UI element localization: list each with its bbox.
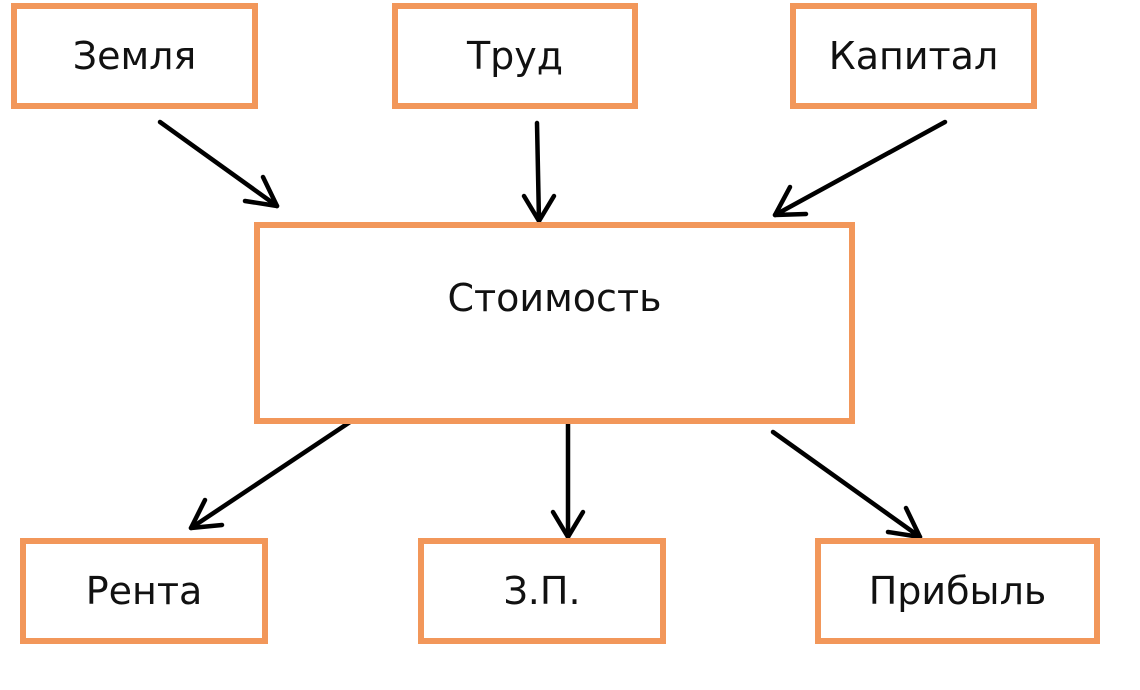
node-labor: Труд bbox=[392, 3, 638, 109]
node-value: Стоимость bbox=[254, 222, 855, 424]
arrow-value-to-profit bbox=[770, 429, 923, 540]
arrow-capital-to-value bbox=[772, 119, 948, 218]
arrow-value-to-rent bbox=[188, 419, 353, 531]
node-capital: Капитал bbox=[790, 3, 1037, 109]
arrow-value-to-wage bbox=[550, 421, 586, 540]
arrow-labor-to-value bbox=[521, 120, 557, 224]
node-wage: З.П. bbox=[418, 538, 666, 644]
node-profit: Прибыль bbox=[815, 538, 1100, 644]
arrow-earth-to-value bbox=[157, 119, 280, 209]
node-rent: Рента bbox=[20, 538, 268, 644]
node-earth: Земля bbox=[11, 3, 258, 109]
